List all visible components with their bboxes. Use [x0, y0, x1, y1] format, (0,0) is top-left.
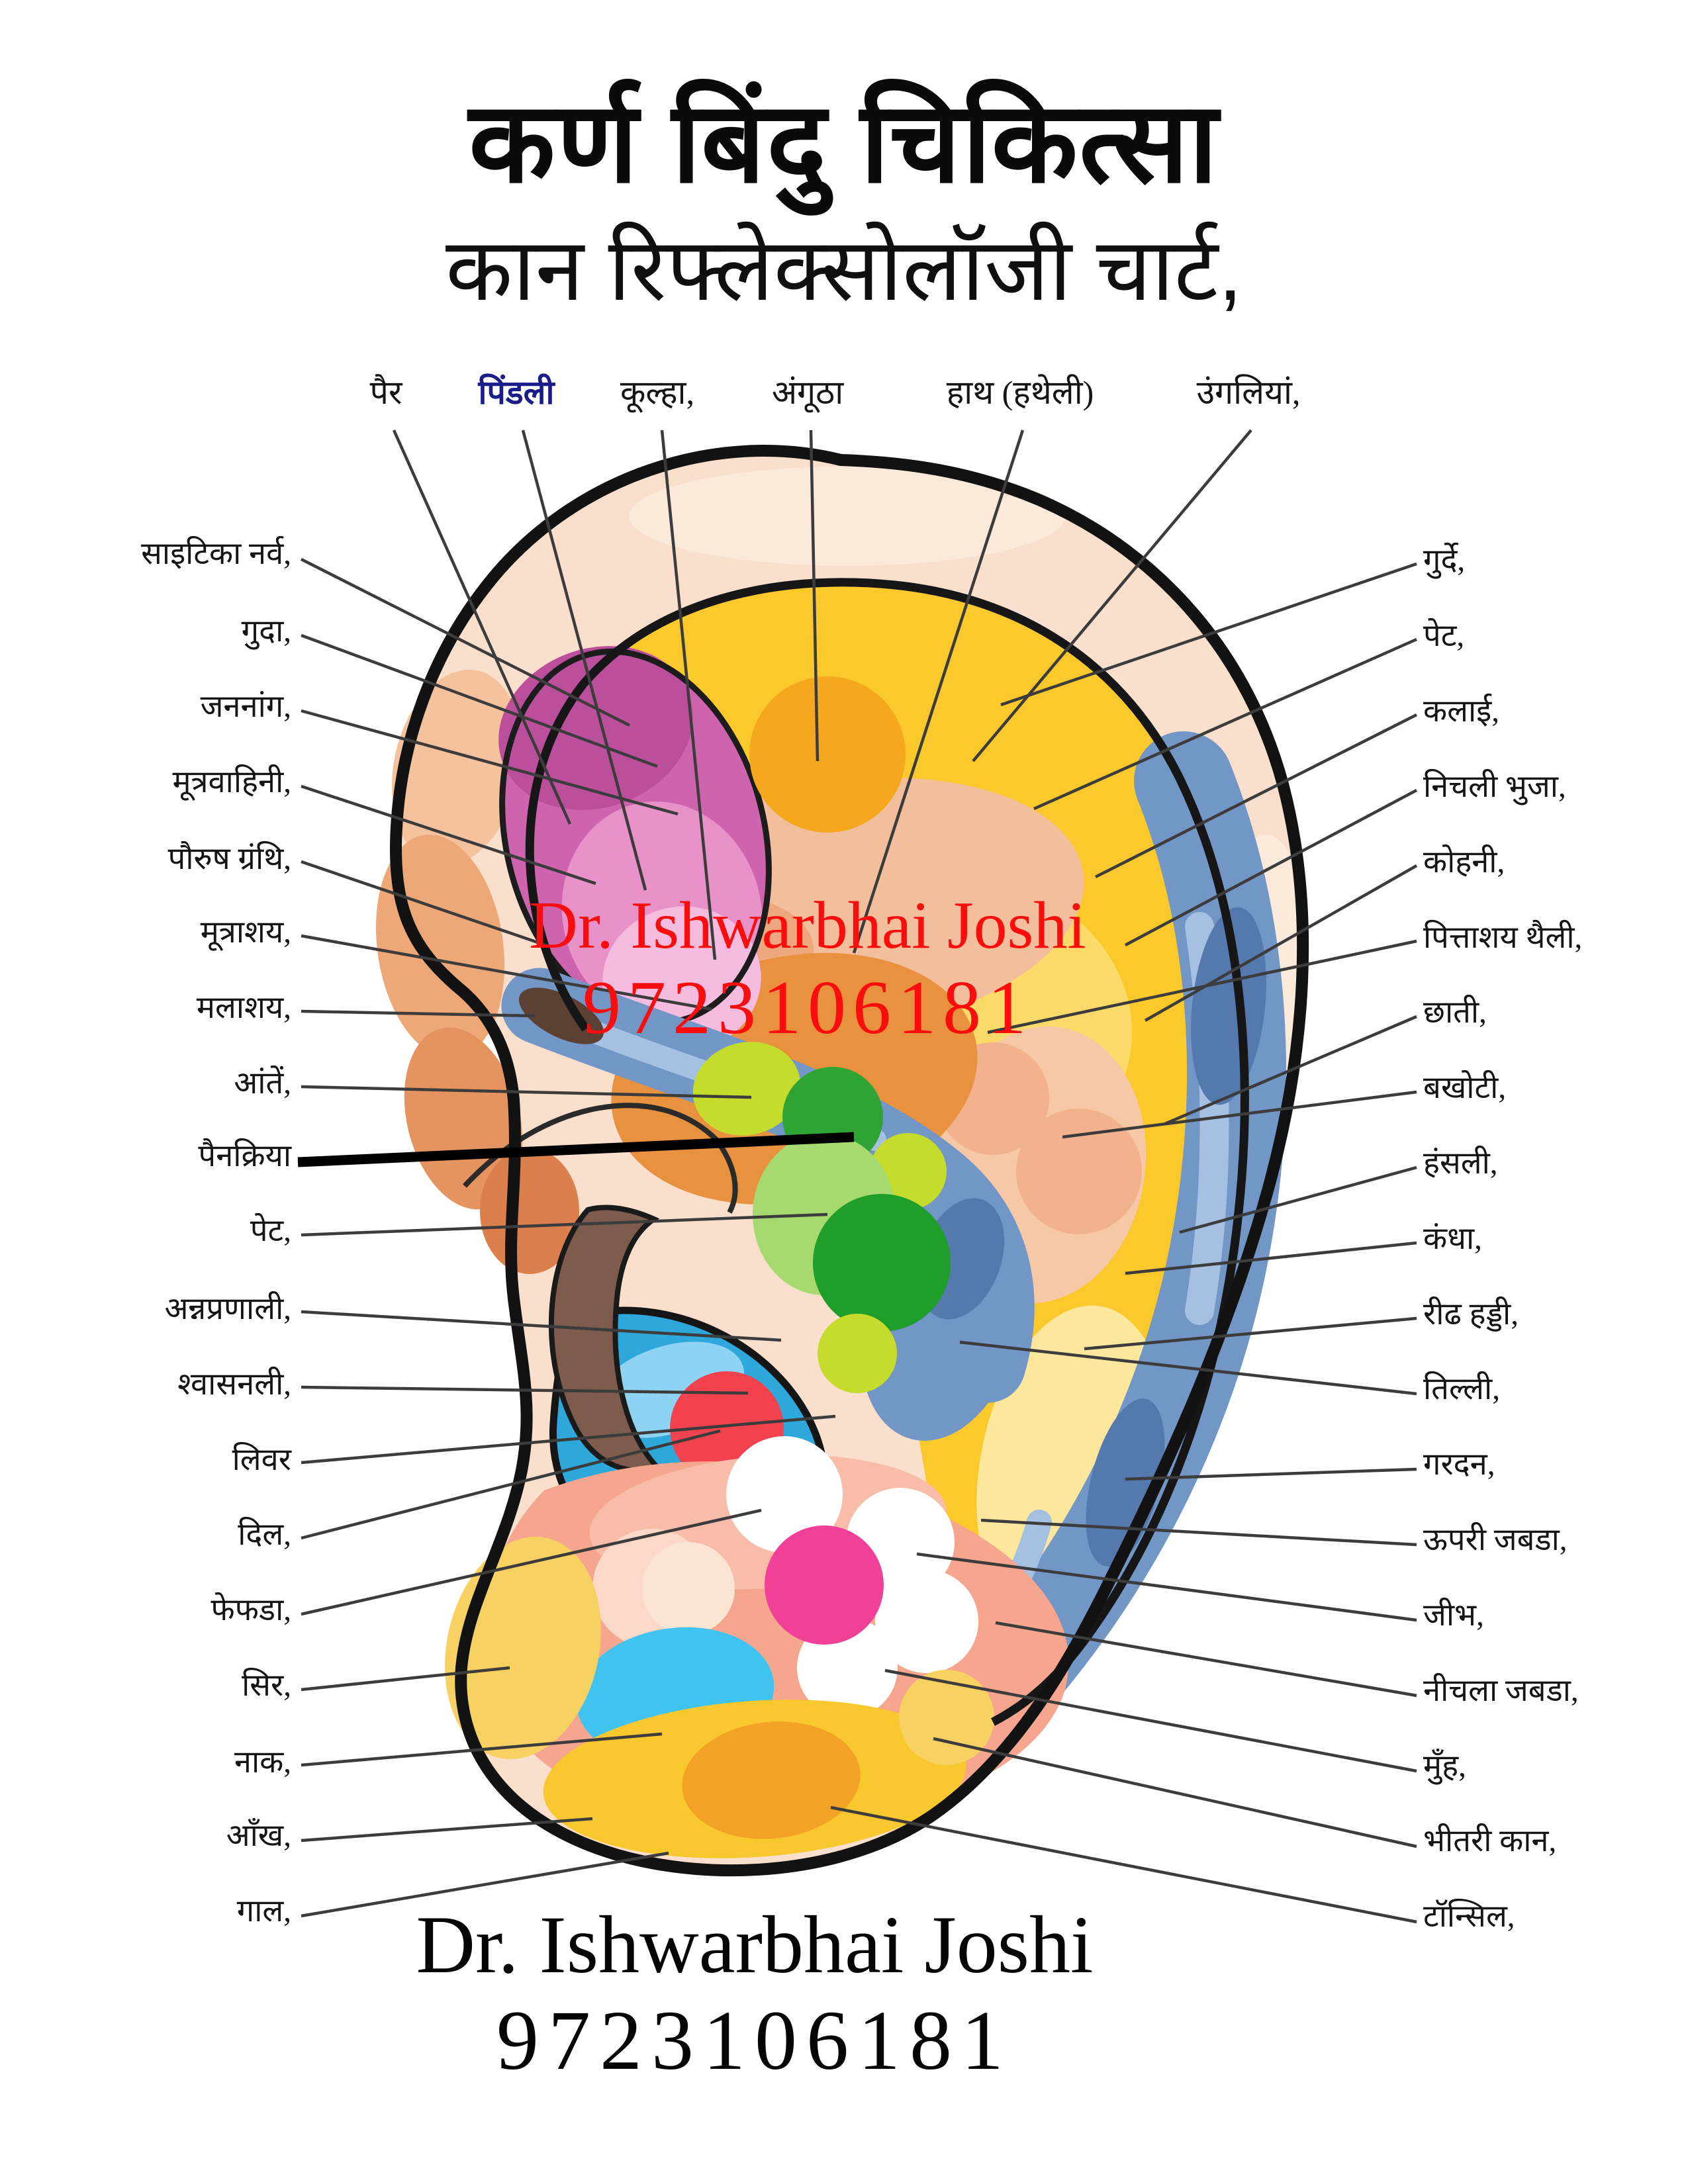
right-label-mouth: मुँह, [1423, 1749, 1466, 1784]
right-label-collarbone: हंसली, [1423, 1146, 1498, 1181]
watermark-phone: 9723106181 [583, 966, 1033, 1050]
right-label-lower-jaw: नीचला जबडा, [1423, 1674, 1579, 1708]
lobe-orange-spot [682, 1721, 861, 1839]
left-label-sciatica: साइटिका नर्व, [141, 537, 291, 571]
left-label-lung: फेफडा, [211, 1593, 291, 1627]
top-label-fingers: उंगलियां, [1196, 374, 1301, 411]
left-label-stomach: पेट, [250, 1214, 291, 1248]
left-label-cheek: गाल, [236, 1894, 291, 1929]
right-label-neck: गरदन, [1423, 1447, 1495, 1482]
crus-helix-line [463, 1103, 738, 1214]
left-label-pancreas: पैनक्रिया [198, 1139, 291, 1173]
right-label-armpit: बखोटी, [1423, 1071, 1507, 1105]
pancreas-thick-line [297, 1132, 855, 1167]
leader-lines [297, 429, 1418, 1924]
right-label-stomach: पेट, [1423, 619, 1465, 653]
left-label-prostate: पौरुष ग्रंथि, [167, 842, 291, 876]
left-label-genitals: जननांग, [200, 690, 291, 724]
right-label-wrist: कलाई, [1423, 694, 1499, 729]
ear-outline-stroke [390, 445, 1309, 1877]
right-label-spleen: तिल्ली, [1423, 1372, 1500, 1406]
footer-name: Dr. Ishwarbhai Joshi [416, 1899, 1094, 1990]
left-label-bladder: मूत्राशय, [200, 915, 291, 950]
left-label-esophagus: अन्नप्रणाली, [164, 1292, 291, 1326]
footer-phone: 9723106181 [496, 1993, 1013, 2087]
tongue-magenta-spot [765, 1525, 884, 1645]
ear-lobe-region [445, 1436, 1069, 1858]
right-label-shoulder: कंधा, [1423, 1222, 1482, 1256]
left-label-intestine: आंतें, [234, 1066, 291, 1101]
left-label-head: सिर, [242, 1668, 291, 1703]
right-label-chest: छाती, [1423, 995, 1487, 1030]
page-subtitle: कान रिफ्लेक्सोलॉजी चार्ट, [445, 221, 1243, 318]
top-label-foot: पैर [369, 374, 402, 411]
page-title: कर्ण बिंदु चिकित्सा [469, 80, 1219, 206]
top-label-hip: कूल्हा, [620, 374, 694, 411]
footer-credit: Dr. Ishwarbhai Joshi 9723106181 [416, 1898, 1094, 2089]
watermark-name: Dr. Ishwarbhai Joshi [529, 888, 1086, 963]
triangular-fossa-pink [498, 646, 772, 1053]
watermark: Dr. Ishwarbhai Joshi 9723106181 [529, 887, 1086, 1052]
white-flower-spots [642, 1436, 978, 1718]
left-label-anus: गुदा, [241, 614, 291, 649]
right-label-kidney: गुर्दे, [1423, 543, 1466, 578]
right-label-tonsil: टॉन्सिल, [1423, 1899, 1515, 1934]
right-label-gallbladder: पित्ताशय थैली, [1423, 921, 1583, 955]
left-label-nose: नाक, [234, 1745, 291, 1780]
right-label-elbow: कोहनी, [1423, 845, 1505, 880]
right-label-spine: रीढ हड्डी, [1423, 1297, 1519, 1332]
right-label-upper-jaw: ऊपरी जबडा, [1423, 1523, 1568, 1557]
tragus-brown [548, 1205, 661, 1473]
inner-ridge-line [525, 578, 1249, 1726]
left-label-eye: आँख, [226, 1819, 291, 1853]
right-label-inner-ear: भीतरी कान, [1423, 1824, 1557, 1858]
left-label-rectum: मलाशय, [196, 991, 291, 1025]
right-label-lower-arm: निचली भुजा, [1423, 770, 1566, 804]
left-label-liver: लिवर [232, 1443, 291, 1477]
left-label-ureter: मूत्रवाहिनी, [172, 765, 292, 799]
top-label-calf: पिंडली [478, 374, 555, 411]
right-label-tongue: जीभ, [1423, 1598, 1484, 1633]
top-label-hand: हाथ (हथेली) [946, 374, 1094, 411]
top-label-thumb: अंगूठा [771, 374, 844, 411]
left-label-trachea: श्वासनली, [177, 1367, 291, 1402]
left-label-heart: दिल, [238, 1518, 291, 1552]
orange-thumb-spot [749, 676, 906, 833]
